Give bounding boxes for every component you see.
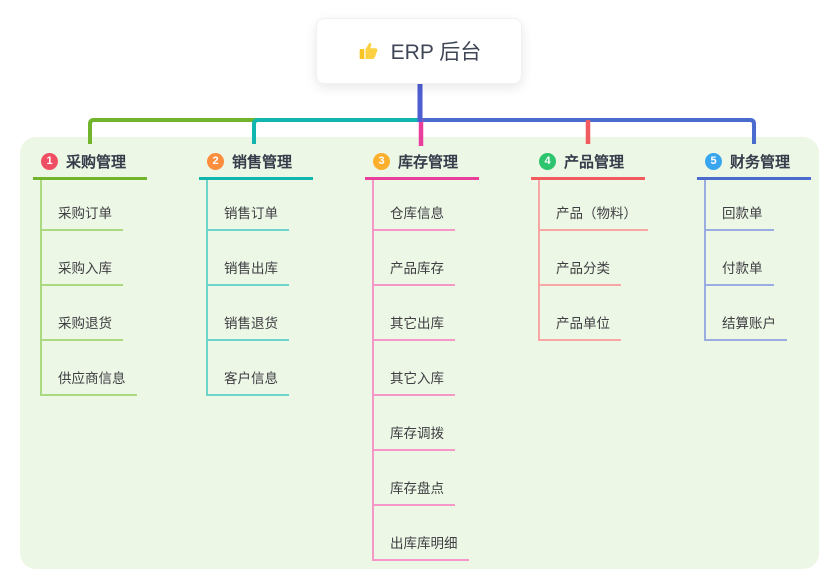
child-node[interactable]: 采购入库: [40, 253, 123, 286]
child-node[interactable]: 产品分类: [538, 253, 621, 286]
child-node[interactable]: 产品（物料）: [538, 198, 648, 231]
branch-sales-header[interactable]: 2 销售管理: [199, 148, 313, 180]
branch-title: 产品管理: [564, 153, 625, 171]
branch-number-badge: 2: [207, 152, 224, 170]
thumbs-up-icon: [359, 42, 378, 59]
child-node[interactable]: 客户信息: [206, 363, 289, 396]
branch-sales: 2 销售管理 销售订单 销售出库 销售退货 客户信息: [199, 148, 359, 396]
child-node[interactable]: 产品库存: [372, 253, 455, 286]
child-node[interactable]: 付款单: [704, 253, 774, 286]
child-node[interactable]: 库存调拨: [372, 418, 455, 451]
branch-number-badge: 1: [41, 152, 58, 170]
branch-tree-line: [372, 180, 374, 561]
child-node[interactable]: 出库库明细: [372, 528, 469, 561]
child-node[interactable]: 回款单: [704, 198, 774, 231]
child-node[interactable]: 其它出库: [372, 308, 455, 341]
branch-inventory: 3 库存管理 仓库信息 产品库存 其它出库 其它入库 库存调拨 库存盘点 出库库…: [365, 148, 525, 561]
child-node[interactable]: 库存盘点: [372, 473, 455, 506]
child-node[interactable]: 销售订单: [206, 198, 289, 231]
branch-tree-line: [704, 180, 706, 341]
branch-title: 财务管理: [730, 153, 791, 171]
child-node[interactable]: 结算账户: [704, 308, 787, 341]
branch-purchase-header[interactable]: 1 采购管理: [33, 148, 147, 180]
branch-tree-line: [206, 180, 208, 396]
branch-purchase: 1 采购管理 采购订单 采购入库 采购退货 供应商信息: [33, 148, 193, 396]
branch-inventory-header[interactable]: 3 库存管理: [365, 148, 479, 180]
child-node[interactable]: 供应商信息: [40, 363, 137, 396]
child-node[interactable]: 仓库信息: [372, 198, 455, 231]
branches-panel: [20, 137, 819, 569]
branch-title: 销售管理: [232, 153, 293, 171]
branch-number-badge: 3: [373, 152, 390, 170]
child-node[interactable]: 销售退货: [206, 308, 289, 341]
root-node[interactable]: ERP 后台: [316, 18, 522, 84]
branch-number-badge: 5: [705, 152, 722, 170]
child-node[interactable]: 采购退货: [40, 308, 123, 341]
child-node[interactable]: 产品单位: [538, 308, 621, 341]
branch-product: 4 产品管理 产品（物料） 产品分类 产品单位: [531, 148, 691, 341]
branch-finance: 5 财务管理 回款单 付款单 结算账户: [697, 148, 839, 341]
root-node-label: ERP 后台: [390, 41, 482, 64]
child-node[interactable]: 销售出库: [206, 253, 289, 286]
branch-tree-line: [40, 180, 42, 396]
branch-product-header[interactable]: 4 产品管理: [531, 148, 645, 180]
child-node[interactable]: 采购订单: [40, 198, 123, 231]
branch-tree-line: [538, 180, 540, 341]
branch-title: 采购管理: [66, 153, 127, 171]
branch-number-badge: 4: [539, 152, 556, 170]
branch-title: 库存管理: [398, 153, 459, 171]
child-node[interactable]: 其它入库: [372, 363, 455, 396]
branch-finance-header[interactable]: 5 财务管理: [697, 148, 811, 180]
